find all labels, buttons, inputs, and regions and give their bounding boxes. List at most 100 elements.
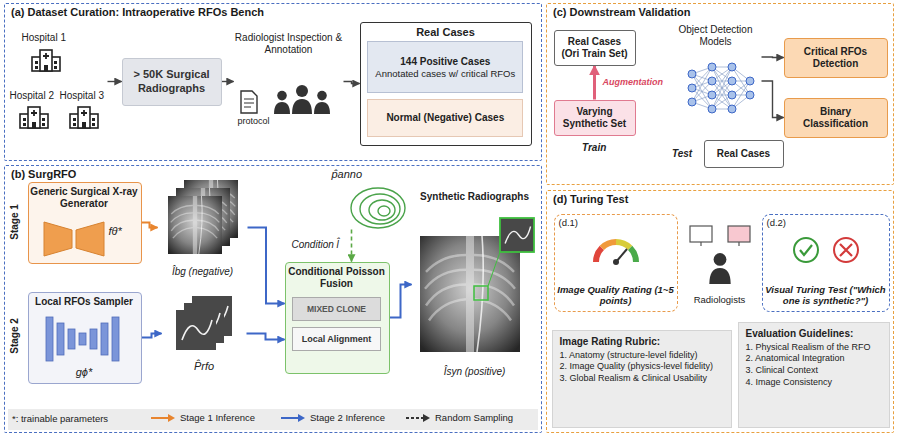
network-icon bbox=[688, 63, 754, 113]
node-text: fθ* bbox=[109, 225, 122, 238]
panel: (c) Downstream ValidationReal Cases (Ori… bbox=[546, 3, 894, 185]
node-text: Annotated cases w/ critical RFOs bbox=[375, 68, 515, 79]
gauge-arc bbox=[616, 242, 630, 248]
legend-item: Stage 1 Inference bbox=[150, 412, 255, 423]
rfo-patch bbox=[176, 310, 216, 350]
legend-arrowhead bbox=[423, 414, 430, 422]
node-text: p̂anno bbox=[332, 168, 363, 181]
node-text: Visual Turing Test ("Which one is synthe… bbox=[765, 284, 887, 307]
process-box: 144 Positive CasesAnnotated cases w/ cri… bbox=[367, 41, 523, 93]
legend-line bbox=[151, 417, 169, 419]
connector bbox=[108, 81, 122, 82]
hospital-icon bbox=[20, 107, 48, 128]
process-box: > 50K Surgical Radiographs bbox=[122, 58, 222, 106]
contour bbox=[360, 194, 400, 224]
legend-text: Random Sampling bbox=[435, 412, 513, 423]
step-box: Local Alignment bbox=[292, 327, 381, 351]
node-text: Real Cases bbox=[717, 148, 770, 160]
node-text: MIXED CLONE bbox=[307, 304, 366, 314]
connector bbox=[390, 285, 412, 318]
legend-text: Stage 1 Inference bbox=[180, 412, 255, 423]
rfo-box bbox=[474, 286, 488, 300]
process-box: Conditional Poisson FusionMIXED CLONE Loc… bbox=[285, 262, 390, 374]
node-text: protocol bbox=[238, 116, 270, 127]
person-icon bbox=[314, 91, 330, 114]
network-unit bbox=[746, 77, 754, 85]
network-unit bbox=[688, 70, 696, 78]
legend-band bbox=[8, 409, 538, 430]
node-text: Hospital 3 bbox=[60, 90, 104, 102]
network-unit bbox=[746, 91, 754, 99]
node-text: > 50K Surgical Radiographs bbox=[127, 68, 217, 94]
radiologist-icon bbox=[709, 253, 730, 284]
xray-image bbox=[168, 196, 222, 254]
node-text: Radiologist Inspection & Annotation bbox=[234, 32, 344, 56]
network-link bbox=[712, 67, 732, 109]
node-text: Îbg (negative) bbox=[158, 266, 248, 278]
node-text: Critical RFOs Detection bbox=[789, 46, 883, 70]
process-box: Normal (Negative) Cases bbox=[367, 99, 523, 137]
annotation-map: p̂anno bbox=[330, 168, 408, 230]
node-text: 2. Anatomical Integration bbox=[746, 353, 882, 364]
node-text: 3. Clinical Context bbox=[746, 365, 882, 376]
free-label: Stage 2 bbox=[9, 318, 21, 354]
network-unit bbox=[728, 91, 736, 99]
node-text: Image Rating Rubric: bbox=[560, 336, 724, 348]
node-text: Real Cases bbox=[361, 26, 531, 39]
annotation-step: Radiologist Inspection & Annotation proto… bbox=[234, 30, 344, 134]
rater-icon: Radiologists bbox=[684, 222, 756, 308]
xray-image bbox=[420, 236, 520, 352]
node-text: Conditional Poisson Fusion bbox=[286, 266, 388, 290]
image-stack: Îbg (negative) bbox=[158, 176, 248, 280]
hospital-icon bbox=[70, 107, 98, 128]
test-box: (d.1) Image Quality Rating (1~5 points) bbox=[554, 214, 678, 312]
gauge-arc bbox=[602, 242, 616, 248]
panel: (b) SurgRFOGeneric Surgical X-ray Genera… bbox=[4, 165, 542, 433]
test-box: (d.2)Visual Turing Test ("Which one is s… bbox=[762, 214, 890, 312]
free-label: *: trainable parameters bbox=[12, 413, 108, 424]
network-unit bbox=[688, 84, 696, 92]
rubric-box: Image Rating Rubric: 1. Anatomy (structur… bbox=[552, 330, 732, 428]
legend-arrowhead bbox=[168, 414, 175, 422]
network-unit bbox=[728, 63, 736, 71]
person-icon bbox=[292, 85, 312, 114]
connector bbox=[247, 334, 285, 340]
node-text: (d.1) bbox=[559, 217, 579, 228]
model-box: Local RFOs Samplergϕ* bbox=[28, 292, 142, 384]
node-text: 1. Physical Realism of the RFO bbox=[746, 342, 882, 353]
edge-label: Augmentation bbox=[601, 77, 666, 88]
gauge-hub bbox=[613, 259, 619, 265]
contour bbox=[378, 206, 390, 216]
node-text: Varying Synthetic Set bbox=[559, 106, 631, 130]
data-box: Real Cases bbox=[704, 140, 784, 168]
edge-label: Condition l̂ bbox=[290, 239, 341, 251]
task-box: Binary Classification bbox=[784, 98, 888, 138]
node-text: Real Cases (Ori Train Set) bbox=[559, 36, 631, 60]
cross-mark bbox=[840, 244, 852, 256]
task-box: Critical RFOs Detection bbox=[784, 38, 888, 78]
check-mark bbox=[800, 245, 812, 255]
network-unit bbox=[728, 77, 736, 85]
monitor-stand bbox=[701, 242, 739, 246]
panel: (a) Dataset Curation: Intraoperative RFO… bbox=[4, 3, 542, 161]
legend-text: Stage 2 Inference bbox=[310, 412, 385, 423]
node-text: Synthetic Radiographs bbox=[412, 191, 538, 203]
node-text: 2. Image Quality (physics-level fidelity… bbox=[560, 361, 724, 372]
rubric-box: Evaluation Guidelines:1. Physical Realis… bbox=[738, 322, 890, 428]
node-text: (d) Turing Test bbox=[553, 193, 628, 206]
zoom-line bbox=[488, 252, 500, 286]
node-text: (a) Dataset Curation: Intraoperative RFO… bbox=[11, 6, 264, 19]
connector bbox=[762, 56, 784, 58]
network-unit bbox=[708, 63, 716, 71]
legend-line bbox=[406, 417, 424, 419]
legend-sample bbox=[280, 413, 306, 423]
free-label: Stage 1 bbox=[9, 204, 21, 240]
network-unit bbox=[728, 105, 736, 113]
model-icon-box: Object Detection Models bbox=[670, 22, 762, 117]
image-stack: P̂rfo bbox=[162, 292, 247, 376]
node-text: Radiologists bbox=[684, 294, 756, 305]
node-text: Image Quality Rating (1~5 points) bbox=[557, 284, 675, 307]
connector bbox=[142, 223, 158, 228]
output-image: Synthetic RadiographsÎsyn (positive) bbox=[412, 190, 538, 380]
node-text: 1. Anatomy (structure-level fidelity) bbox=[560, 350, 724, 361]
